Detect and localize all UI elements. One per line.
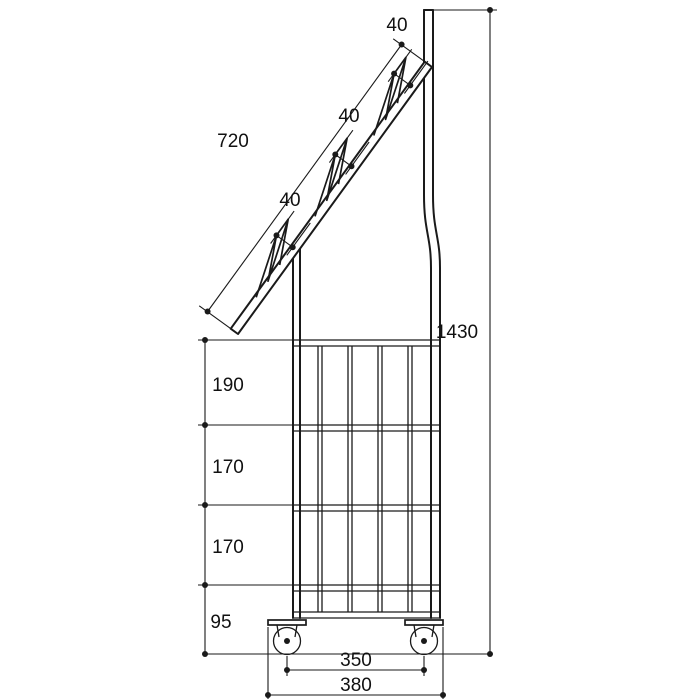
dimension-lines <box>198 9 497 699</box>
caster-left <box>267 619 307 656</box>
wheel-hub <box>421 638 427 644</box>
dim-label-base-width: 380 <box>340 675 372 696</box>
dim-label-lower-shelf-gap: 170 <box>212 537 244 558</box>
dim-label-base-height: 95 <box>210 612 231 633</box>
dim-label-pocket-depth-middle: 40 <box>338 106 359 127</box>
caster-plate <box>267 619 307 626</box>
grid-bars <box>317 346 413 612</box>
dim-label-middle-shelf-gap: 170 <box>212 457 244 478</box>
caster-plate <box>404 619 444 626</box>
dimension-dots <box>202 7 493 698</box>
wire-pocket-bottom <box>255 218 290 298</box>
dim-line-panel-length <box>207 44 403 312</box>
dim-label-panel-length: 720 <box>217 131 249 152</box>
dim-line-pocket-bottom <box>276 234 294 248</box>
dim-line-pocket-middle <box>334 154 352 167</box>
caster-right <box>404 619 444 656</box>
shelf-crossbars <box>294 339 439 619</box>
dim-label-pocket-depth-bottom: 40 <box>279 190 300 211</box>
front-upright-tube <box>292 248 301 619</box>
dim-label-caster-spacing: 350 <box>340 650 372 671</box>
wire-pocket-top <box>372 56 407 136</box>
dim-label-pocket-depth-top: 40 <box>386 15 407 36</box>
wheel-hub <box>284 638 290 644</box>
wire-pocket-middle <box>314 137 348 217</box>
dim-label-overall-height: 1430 <box>436 322 478 343</box>
dimension-labels: 40 40 40 720 1430 190 170 170 95 350 380 <box>210 15 478 696</box>
dim-line-pocket-top <box>393 73 411 86</box>
display-panel <box>229 60 433 335</box>
rear-post-tube <box>423 9 441 619</box>
dim-label-top-shelf-gap: 190 <box>212 375 244 396</box>
